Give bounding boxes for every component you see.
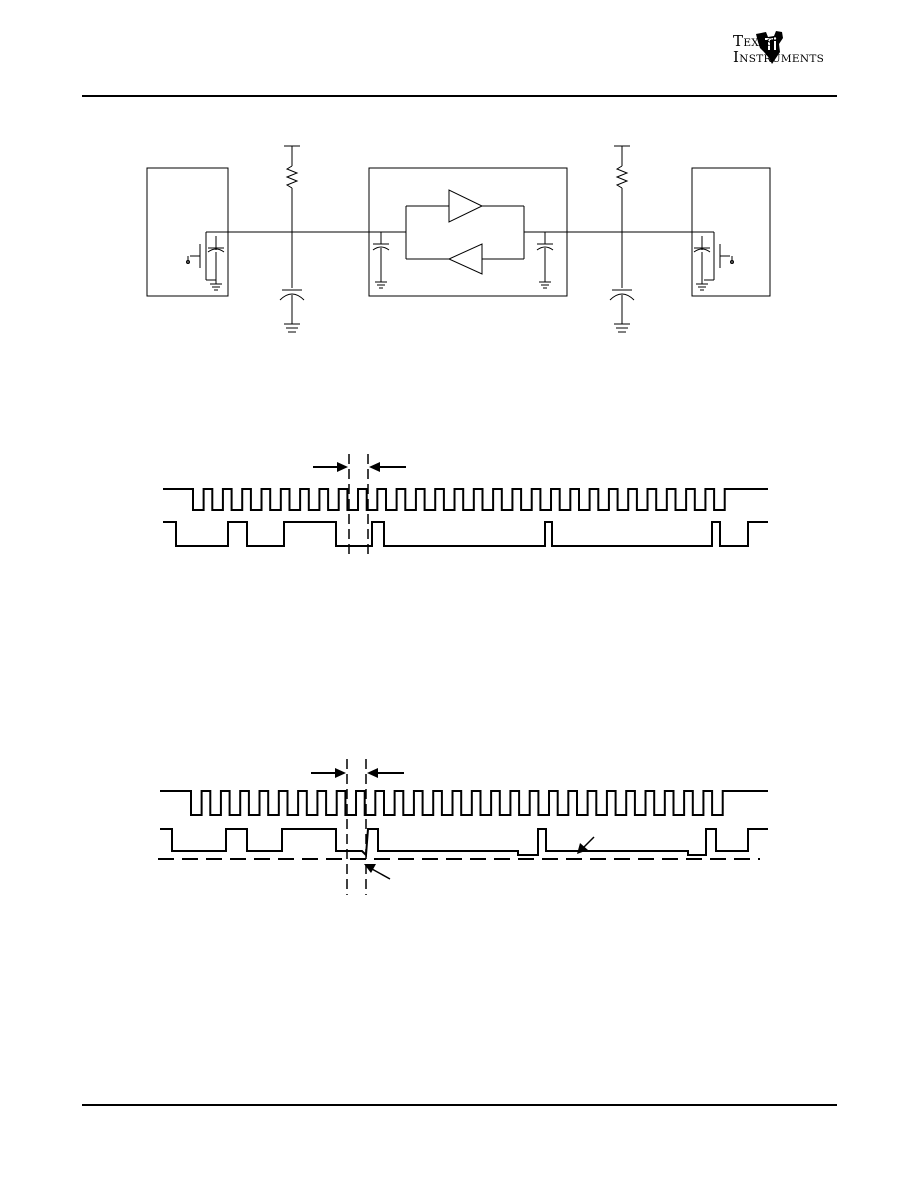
timing-diagram-2 [158, 759, 768, 895]
left-bus-capacitor [279, 232, 305, 333]
footer-rule [82, 1104, 837, 1106]
repeater-internal-caps [369, 231, 567, 289]
delay-arrow-right [367, 768, 404, 778]
repeater-loop [405, 205, 525, 260]
left-pullup-resistor [284, 145, 300, 232]
clock-waveform [160, 790, 768, 816]
data-waveform [163, 521, 768, 547]
logo-wordmark-line2: INSTRUMENTS [733, 48, 825, 66]
ti-state-logo-icon [756, 31, 783, 64]
circuit-schematic [146, 145, 771, 333]
clock-waveform [163, 488, 768, 511]
delay-arrow-left [311, 768, 346, 778]
timing-diagram-1 [163, 454, 768, 558]
threshold-pointer-arrow [577, 836, 595, 854]
right-device-transistor [692, 231, 734, 291]
delay-arrow-left [313, 462, 348, 472]
right-bus-capacitor [609, 232, 635, 333]
right-pullup-resistor [614, 145, 630, 232]
reverse-buffer [447, 243, 483, 275]
logo-wordmark-line1: TEXAS [733, 32, 775, 50]
header-rule [82, 95, 837, 97]
delay-arrow-right [369, 462, 406, 472]
left-device-transistor [186, 231, 228, 291]
forward-buffer [448, 189, 484, 223]
low-level-pointer-arrow [364, 864, 391, 880]
data-waveform [160, 828, 768, 858]
